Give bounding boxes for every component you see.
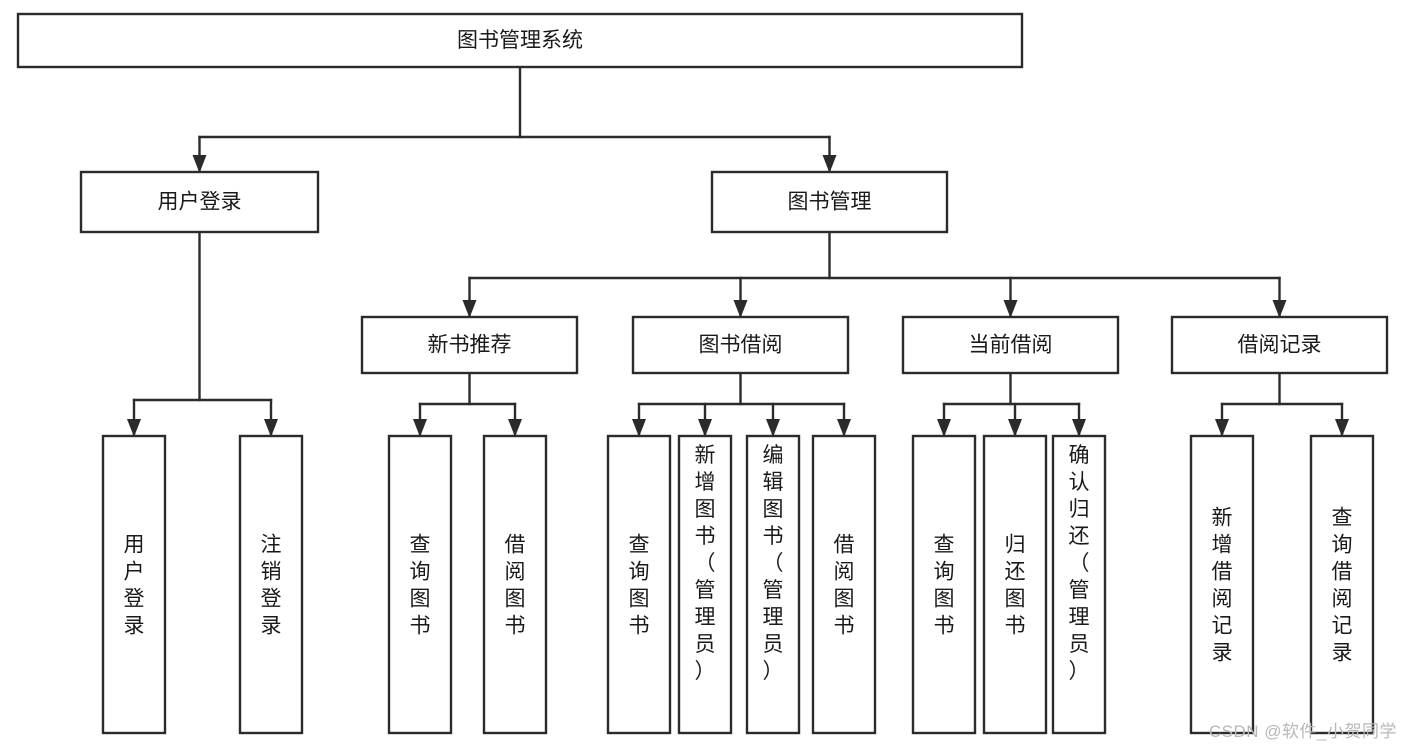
arrow-head-icon [1008, 419, 1022, 437]
node-leaf-query-record[interactable]: 查询借阅记录 [1309, 434, 1375, 735]
node-box-leaf-edit-book[interactable] [745, 434, 801, 735]
node-leaf-return-book[interactable]: 归还图书 [982, 434, 1048, 735]
node-box-borrow-record[interactable] [1170, 315, 1389, 375]
node-box-new-book-recommend[interactable] [360, 315, 579, 375]
node-leaf-borrow-book-1[interactable]: 借阅图书 [482, 434, 548, 735]
node-leaf-add-record[interactable]: 新增借阅记录 [1189, 434, 1255, 735]
arrow-head-icon [937, 419, 951, 437]
arrow-head-icon [192, 155, 207, 173]
node-book-manage[interactable]: 图书管理 [710, 170, 949, 234]
node-box-leaf-borrow-book-1[interactable] [482, 434, 548, 735]
node-box-leaf-query-book-3[interactable] [911, 434, 977, 735]
arrow-head-icon [766, 419, 780, 437]
node-leaf-query-book-2[interactable]: 查询图书 [606, 434, 672, 735]
node-box-leaf-borrow-book-2[interactable] [811, 434, 877, 735]
node-box-leaf-user-login[interactable] [101, 434, 167, 735]
node-label-book-borrow: 图书借阅 [699, 334, 783, 357]
watermark-label: CSDN @软件_小贺同学 [1208, 722, 1397, 741]
node-label-leaf-query-record: 查询借阅记录 [1332, 507, 1353, 665]
node-new-book-recommend[interactable]: 新书推荐 [360, 315, 579, 375]
node-label-current-borrow: 当前借阅 [969, 334, 1053, 357]
node-label-leaf-add-book: 新增图书（管理员） [695, 444, 716, 683]
arrow-head-icon [264, 419, 278, 437]
node-label-leaf-query-book-1: 查询图书 [410, 534, 431, 638]
arrow-head-icon [698, 419, 712, 437]
arrow-head-icon [1072, 419, 1086, 437]
node-borrow-record[interactable]: 借阅记录 [1170, 315, 1389, 375]
node-label-leaf-query-book-3: 查询图书 [934, 534, 955, 638]
node-box-leaf-query-record[interactable] [1309, 434, 1375, 735]
arrow-head-icon [1335, 419, 1349, 437]
node-box-root[interactable] [16, 12, 1024, 69]
node-label-leaf-borrow-book-2: 借阅图书 [834, 534, 855, 638]
node-label-leaf-logout: 注销登录 [261, 534, 282, 638]
nodes-layer: 图书管理系统用户登录图书管理新书推荐图书借阅当前借阅借阅记录用户登录注销登录查询… [16, 12, 1389, 735]
arrow-head-icon [508, 419, 522, 437]
node-leaf-edit-book[interactable]: 编辑图书（管理员） [745, 434, 801, 735]
node-label-leaf-borrow-book-1: 借阅图书 [505, 534, 526, 638]
node-box-leaf-query-book-1[interactable] [387, 434, 453, 735]
node-leaf-borrow-book-2[interactable]: 借阅图书 [811, 434, 877, 735]
node-label-leaf-query-book-2: 查询图书 [629, 534, 650, 638]
node-label-borrow-record: 借阅记录 [1238, 334, 1322, 357]
node-leaf-query-book-3[interactable]: 查询图书 [911, 434, 977, 735]
node-user-login[interactable]: 用户登录 [79, 170, 320, 234]
node-box-leaf-logout[interactable] [238, 434, 304, 735]
arrow-head-icon [413, 419, 427, 437]
node-box-leaf-confirm-return[interactable] [1051, 434, 1107, 735]
node-leaf-confirm-return[interactable]: 确认归还（管理员） [1051, 434, 1107, 735]
node-label-user-login: 用户登录 [158, 191, 242, 214]
node-box-book-borrow[interactable] [631, 315, 850, 375]
node-label-leaf-add-record: 新增借阅记录 [1212, 507, 1233, 665]
arrow-head-icon [127, 419, 141, 437]
node-label-book-manage: 图书管理 [788, 191, 872, 214]
node-root[interactable]: 图书管理系统 [16, 12, 1024, 69]
node-box-current-borrow[interactable] [901, 315, 1120, 375]
arrow-head-icon [1215, 419, 1229, 437]
node-leaf-add-book[interactable]: 新增图书（管理员） [677, 434, 733, 735]
arrow-head-icon [733, 300, 748, 318]
node-label-leaf-edit-book: 编辑图书（管理员） [763, 444, 784, 683]
node-box-user-login[interactable] [79, 170, 320, 234]
node-box-leaf-add-record[interactable] [1189, 434, 1255, 735]
node-box-leaf-return-book[interactable] [982, 434, 1048, 735]
node-leaf-query-book-1[interactable]: 查询图书 [387, 434, 453, 735]
node-box-book-manage[interactable] [710, 170, 949, 234]
node-label-leaf-return-book: 归还图书 [1005, 534, 1026, 638]
node-label-new-book-recommend: 新书推荐 [428, 334, 512, 357]
node-current-borrow[interactable]: 当前借阅 [901, 315, 1120, 375]
arrow-head-icon [1003, 300, 1018, 318]
node-box-leaf-add-book[interactable] [677, 434, 733, 735]
node-book-borrow[interactable]: 图书借阅 [631, 315, 850, 375]
arrow-head-icon [822, 155, 837, 173]
arrow-head-icon [837, 419, 851, 437]
node-leaf-user-login[interactable]: 用户登录 [101, 434, 167, 735]
node-leaf-logout[interactable]: 注销登录 [238, 434, 304, 735]
node-label-leaf-confirm-return: 确认归还（管理员） [1069, 444, 1090, 683]
node-label-root: 图书管理系统 [457, 29, 583, 52]
arrow-head-icon [1272, 300, 1287, 318]
arrow-head-icon [462, 300, 477, 318]
arrow-head-icon [632, 419, 646, 437]
connectors-layer [127, 65, 1349, 437]
node-box-leaf-query-book-2[interactable] [606, 434, 672, 735]
node-label-leaf-user-login: 用户登录 [124, 534, 145, 638]
